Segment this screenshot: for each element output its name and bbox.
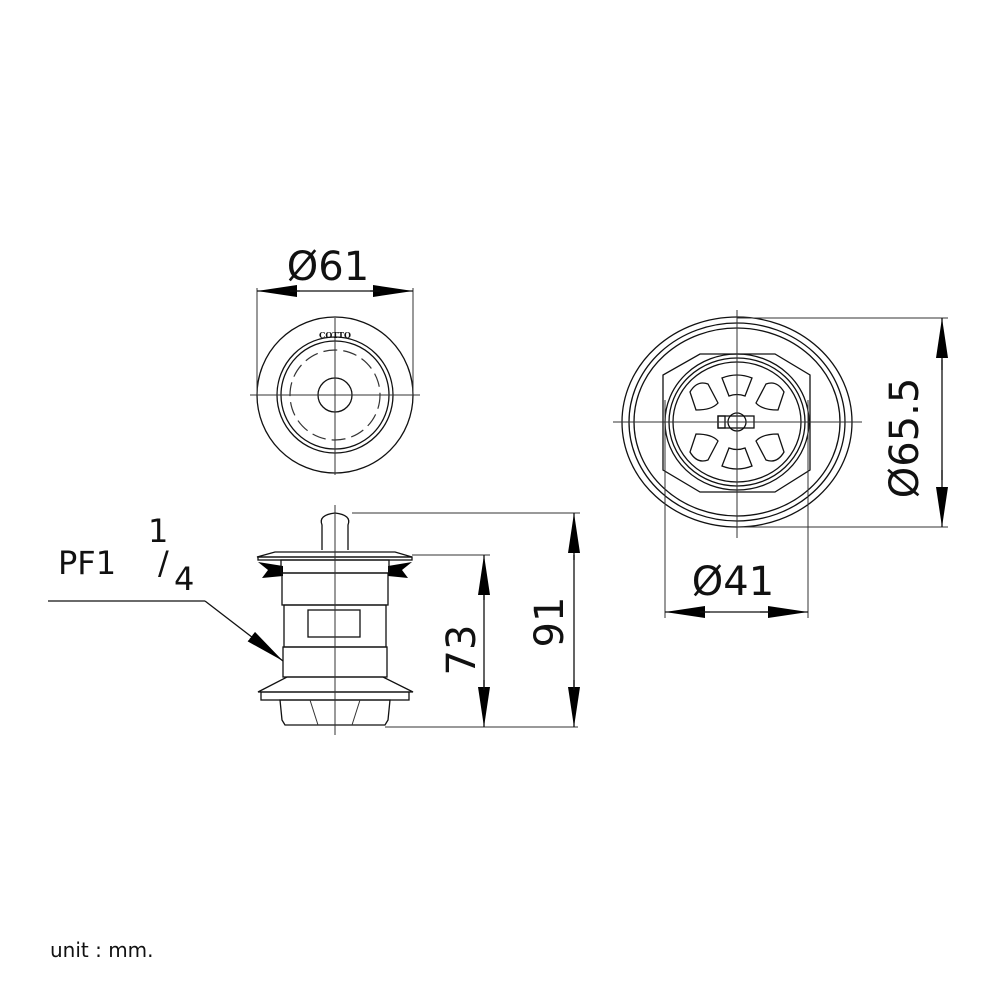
thread-fraction-slash: / (158, 544, 169, 582)
height-91-label: 91 (527, 597, 573, 648)
thread-fraction-denominator: 4 (174, 560, 194, 598)
diameter-61-label: Ø61 (287, 244, 369, 290)
bottom-view: Ø65.5 Ø41 (613, 310, 948, 618)
diameter-65-5-label: Ø65.5 (882, 378, 928, 499)
diameter-41-label: Ø41 (692, 559, 774, 605)
drain-slots (689, 374, 785, 470)
side-view: 73 91 PF1 1 / 4 (48, 505, 580, 735)
height-73-label: 73 (439, 625, 485, 676)
leader-arrow (204, 600, 284, 662)
thread-label: PF1 (58, 544, 116, 582)
thread-fraction-numerator: 1 (148, 512, 168, 550)
unit-note: unit : mm. (50, 938, 154, 962)
brand-logo: COTTO (319, 330, 351, 340)
top-view: COTTO Ø61 (250, 244, 420, 475)
